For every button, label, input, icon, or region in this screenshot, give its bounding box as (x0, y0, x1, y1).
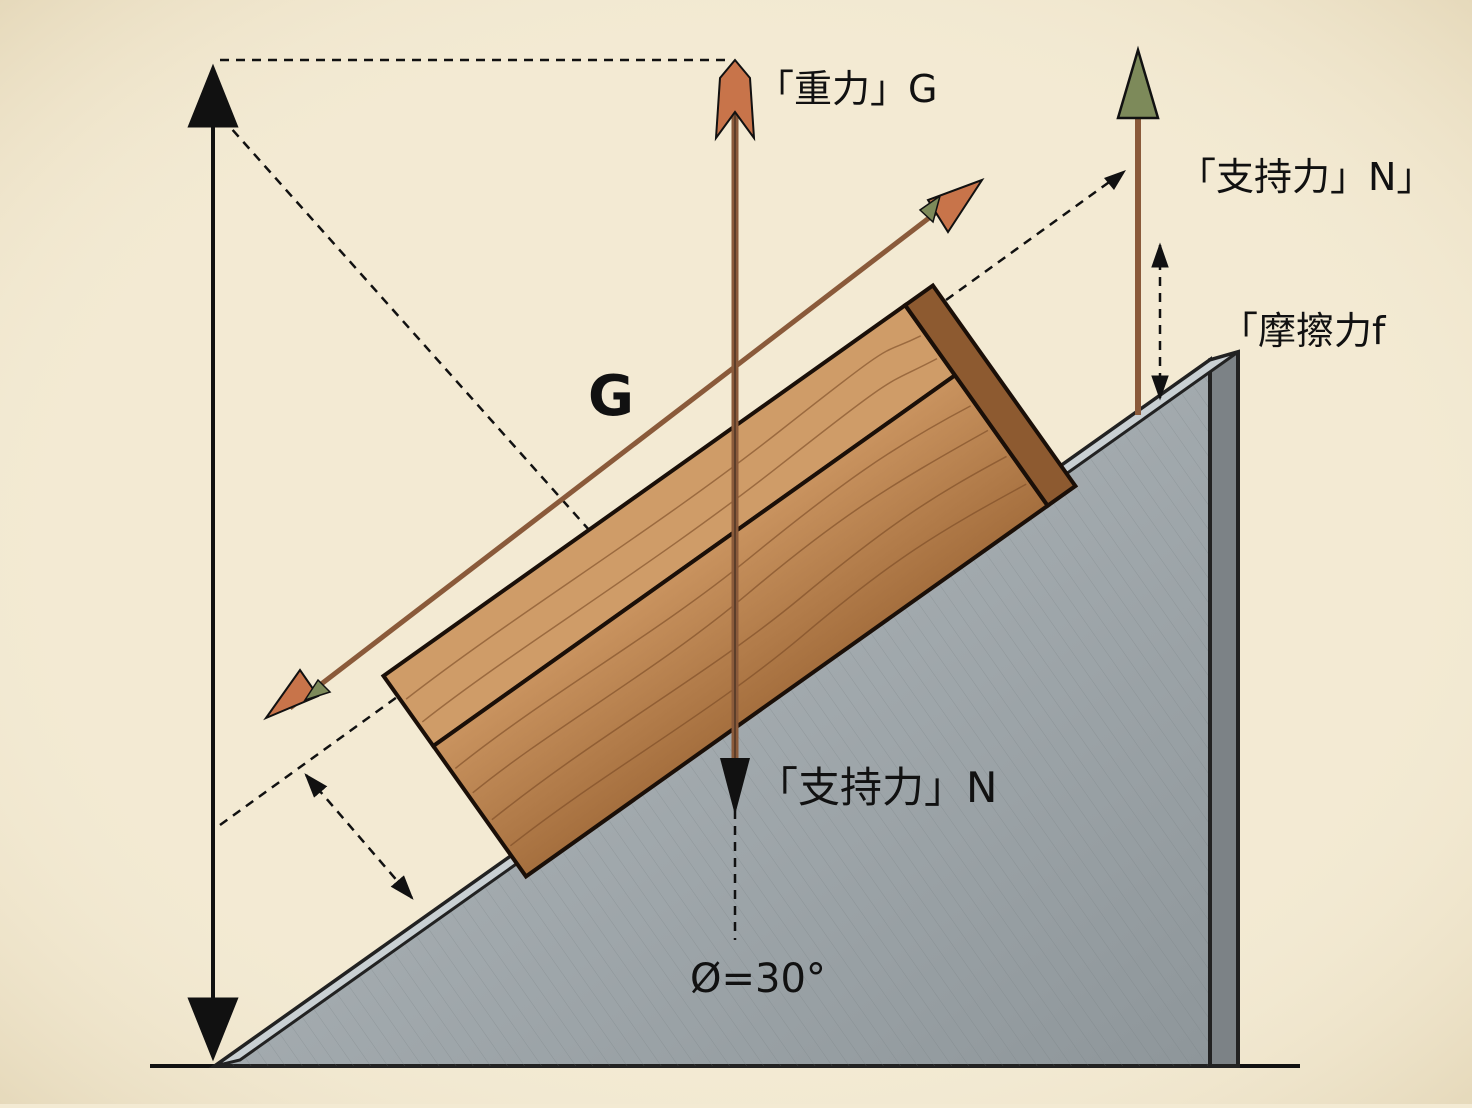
normal-force-arrow (1116, 45, 1160, 415)
friction-label: 「摩擦力f (1220, 309, 1386, 353)
slope-arrow-fletch-up (918, 194, 942, 224)
gravity-label: 「重力」G (756, 67, 938, 111)
diagonal-dashed-line (221, 117, 599, 541)
slope-arrow-shaft (288, 196, 957, 710)
gap-dashed-line (304, 773, 414, 900)
slope-arrow-head-up (926, 178, 985, 234)
normal-force-label-top: 「支持力」N」 (1178, 155, 1435, 199)
g-component-label: G (588, 364, 634, 429)
normal-arrow-head (1116, 45, 1160, 120)
gravity-arrow-head (720, 758, 750, 815)
gravity-arrow (714, 58, 756, 815)
ramp-side (1208, 349, 1240, 1068)
wood-grain (405, 335, 1027, 847)
parallel-line-arrowhead (1104, 170, 1126, 190)
angle-label: Ø=30° (690, 956, 826, 1002)
slope-arrow-head-down (263, 668, 320, 721)
slope-arrow-fletch-down (303, 678, 332, 702)
slope-double-arrow (263, 178, 985, 721)
gravity-arrow-fletching (714, 58, 756, 142)
wooden-block (380, 282, 1079, 880)
normal-force-label-bottom: 「支持力」N (756, 763, 998, 812)
block-end (902, 282, 1079, 509)
